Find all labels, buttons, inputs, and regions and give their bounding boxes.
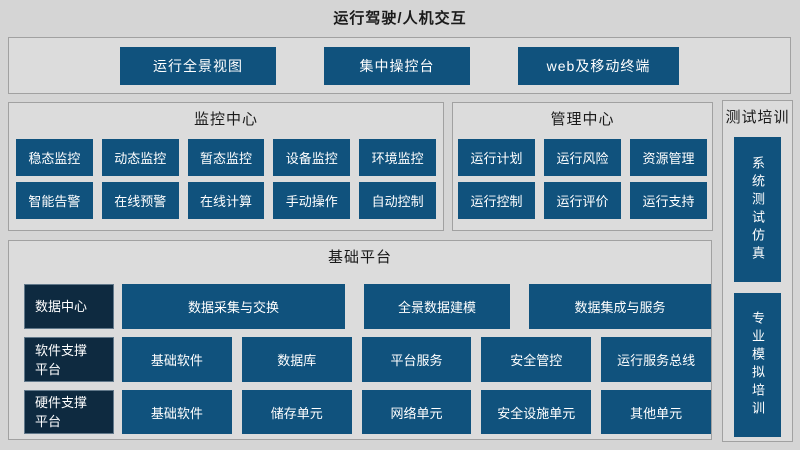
box-dynamic-monitoring: 动态监控 [101,139,179,176]
management-center-title: 管理中心 [550,111,615,128]
box-operation-control: 运行控制 [458,182,535,219]
box-web-mobile-terminal: web及移动终端 [518,46,679,85]
box-platform-services: 平台服务 [361,337,472,382]
box-operation-support: 运行支持 [630,182,707,219]
box-basic-software: 基础软件 [122,337,232,382]
test-training-title: 测试培训 [725,109,790,126]
label-data-center: 数据中心 [24,284,114,329]
box-panorama-view: 运行全景视图 [120,46,276,85]
label-software-support-platform: 软件支撑 平台 [24,337,114,382]
box-manual-operation: 手动操作 [273,182,351,219]
hardware-support-row: 基础软件 储存单元 网络单元 安全设施单元 其他单元 [122,390,711,434]
management-center-section: 管理中心 运行计划 运行风险 资源管理 运行控制 运行评价 运行支持 [452,102,713,231]
box-security-control: 安全管控 [481,337,592,382]
box-central-console: 集中操控台 [324,46,470,85]
box-data-acquisition-exchange: 数据采集与交换 [122,284,345,329]
box-network-unit: 网络单元 [361,390,472,434]
box-operation-evaluation: 运行评价 [544,182,621,219]
monitoring-grid: 稳态监控 动态监控 暂态监控 设备监控 环境监控 智能告警 在线预警 在线计算 … [9,139,443,219]
box-environment-monitoring: 环境监控 [359,139,436,176]
box-professional-simulation-training: 专业模拟培训 [734,293,781,437]
monitoring-center-section: 监控中心 稳态监控 动态监控 暂态监控 设备监控 环境监控 智能告警 在线预警 … [8,102,444,231]
box-resource-management: 资源管理 [630,139,707,176]
box-basic-software-hw: 基础软件 [122,390,232,434]
monitoring-center-title: 监控中心 [193,111,258,128]
box-operation-service-bus: 运行服务总线 [601,337,711,382]
box-intelligent-alarm: 智能告警 [16,182,93,219]
box-security-facility-unit: 安全设施单元 [481,390,592,434]
box-online-warning: 在线预警 [101,182,179,219]
box-other-units: 其他单元 [601,390,711,434]
box-data-integration-services: 数据集成与服务 [529,284,711,329]
box-operation-plan: 运行计划 [458,139,535,176]
basic-platform-section: 基础平台 数据中心 数据采集与交换 全景数据建模 数据集成与服务 软件支撑 平台… [8,240,712,440]
data-center-row: 数据采集与交换 全景数据建模 数据集成与服务 [122,284,711,329]
box-storage-unit: 储存单元 [241,390,352,434]
basic-platform-title: 基础平台 [327,249,392,266]
test-training-section: 测试培训 系统测试仿真 专业模拟培训 [722,100,793,442]
box-equipment-monitoring: 设备监控 [273,139,351,176]
box-database: 数据库 [241,337,352,382]
box-online-computation: 在线计算 [187,182,265,219]
box-automatic-control: 自动控制 [359,182,436,219]
hmi-section: 运行全景视图 集中操控台 web及移动终端 [8,37,791,94]
box-system-test-simulation: 系统测试仿真 [734,137,781,282]
management-grid: 运行计划 运行风险 资源管理 运行控制 运行评价 运行支持 [453,139,712,219]
label-hardware-support-platform: 硬件支撑 平台 [24,390,114,434]
box-panorama-data-modeling: 全景数据建模 [364,284,510,329]
box-operation-risk: 运行风险 [544,139,621,176]
page-title: 运行驾驶/人机交互 [333,10,467,27]
software-support-row: 基础软件 数据库 平台服务 安全管控 运行服务总线 [122,337,711,382]
box-steady-state-monitoring: 稳态监控 [16,139,93,176]
box-transient-monitoring: 暂态监控 [187,139,265,176]
